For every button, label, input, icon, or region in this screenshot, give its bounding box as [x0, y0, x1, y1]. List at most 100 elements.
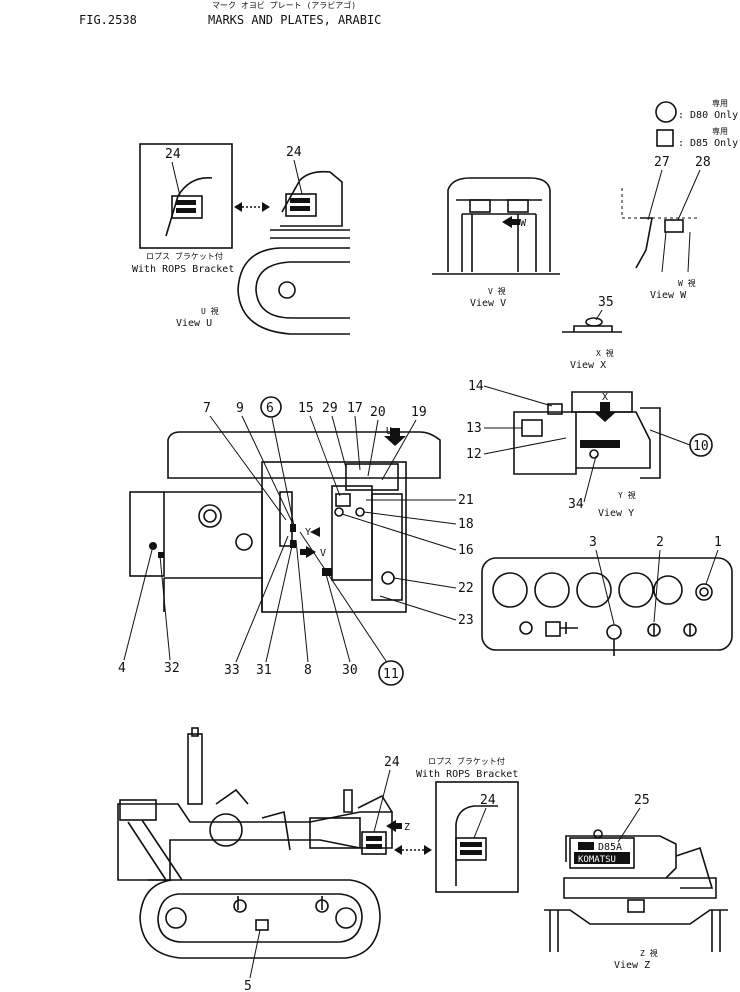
callout-8: 8 [304, 663, 312, 678]
callout-27: 27 [654, 155, 670, 170]
filler-cap [198, 504, 222, 528]
callout-16: 16 [458, 543, 474, 558]
double-arrow-z [394, 845, 432, 855]
z-frame [563, 877, 717, 899]
z-hood-right [675, 846, 714, 889]
view-w-jp: W 視 [678, 279, 696, 288]
view-x: 35 X 視 View X [562, 295, 622, 371]
gauge-4 [618, 572, 654, 608]
callout-14: 14 [468, 379, 484, 394]
view-y-caption: View Y [598, 508, 634, 519]
double-arrow-u [234, 202, 270, 212]
plate-25-knob [593, 829, 603, 839]
hood-cap [215, 788, 249, 805]
callout-28: 28 [695, 155, 711, 170]
marker-v: V [320, 548, 326, 559]
indicator-lamp [519, 621, 533, 635]
front-panel [345, 463, 399, 491]
cab-corner [280, 170, 343, 227]
rops-inset-box-2 [435, 781, 519, 893]
japanese-title: マーク オヨビ プレート (アラビアゴ) [212, 0, 356, 10]
legend: 専用 : D80 Only 専用 : D85 Only [655, 98, 738, 149]
arrow-v [300, 546, 316, 558]
view-y-jp: Y 視 [618, 491, 636, 500]
callout-2: 2 [656, 535, 664, 550]
arrow-y [310, 527, 320, 537]
side-tank [209, 813, 243, 847]
plate-32 [158, 552, 164, 558]
plate-24-cab [285, 193, 317, 217]
side-view: 24 Z 5 24 ロプス ブラケット付 With ROPS Bracket [117, 727, 519, 992]
plate-14 [547, 403, 563, 415]
plate-25-brand: KOMATSU [578, 855, 616, 865]
legend-circle-symbol [655, 101, 677, 123]
marker-x: X [602, 392, 608, 403]
side-panel-left [279, 491, 293, 547]
callout-18: 18 [458, 517, 474, 532]
view-v: W V 視 View V [432, 177, 560, 309]
side-panel-right [371, 493, 403, 601]
callout-15: 15 [298, 401, 314, 416]
legend-circle-jp: 専用 [712, 98, 728, 108]
plate-16 [334, 507, 344, 517]
roller-posts [237, 896, 323, 910]
view-x-jp: X 視 [596, 349, 614, 358]
callout-21: 21 [458, 493, 474, 508]
rops-bracket-outline-2 [455, 805, 498, 886]
legend-square-symbol [656, 129, 674, 147]
marker-y: Y [305, 527, 311, 538]
callout-22: 22 [458, 581, 474, 596]
rops-en-caption-2: With ROPS Bracket [416, 769, 518, 780]
dashboard-outline [481, 557, 733, 651]
view-z-jp: Z 視 [640, 949, 658, 958]
callout-23: 23 [458, 613, 474, 628]
arrow-z [386, 820, 402, 832]
z-hitch [627, 899, 645, 913]
callout-17: 17 [347, 401, 363, 416]
z-undercarriage [544, 909, 728, 925]
callout-7: 7 [203, 401, 211, 416]
cab-rear-detail [456, 199, 542, 272]
track-outline-side [139, 879, 381, 959]
blade-arm [127, 819, 183, 881]
w-panel-line [621, 188, 700, 219]
exhaust-stack [187, 733, 203, 805]
callout-24-c: 24 [384, 755, 400, 770]
plate-24-side [361, 831, 387, 855]
plate-4 [149, 542, 157, 550]
view-z-caption: View Z [614, 960, 650, 971]
x-base [562, 325, 622, 333]
figure-number: FIG.2538 [79, 13, 137, 27]
callout-1: 1 [714, 535, 722, 550]
marker-w: W [520, 218, 527, 229]
view-w-caption: View W [650, 290, 687, 301]
legend-circle-text: : D80 Only [678, 110, 738, 121]
rops-rear [357, 794, 393, 813]
round-cover [235, 533, 253, 551]
rops-inset-box [139, 143, 233, 249]
rear-legs [163, 578, 263, 612]
callout-29: 29 [322, 401, 338, 416]
plate-24-inset-2 [455, 837, 487, 861]
z-tracks [549, 910, 721, 952]
view-y: X 14 13 12 10 34 Y 視 View Y [466, 379, 713, 519]
y-left-panel [513, 411, 577, 475]
callout-9: 9 [236, 401, 244, 416]
callout-31: 31 [256, 663, 272, 678]
arrow-w [502, 216, 520, 228]
key-switch-3 [606, 624, 622, 640]
callout-12: 12 [466, 447, 482, 462]
callout-25: 25 [634, 793, 650, 808]
callout-19: 19 [411, 405, 427, 420]
track-inner [255, 261, 350, 319]
gauge-5 [653, 575, 683, 605]
callout-20: 20 [370, 405, 386, 420]
marker-u: U [386, 426, 392, 437]
fender [270, 229, 350, 239]
callout-5: 5 [244, 979, 252, 992]
switch-1 [695, 583, 713, 601]
plate-13 [521, 419, 543, 437]
dashboard-panel: 3 2 1 [481, 535, 733, 656]
callout-32: 32 [164, 661, 180, 676]
